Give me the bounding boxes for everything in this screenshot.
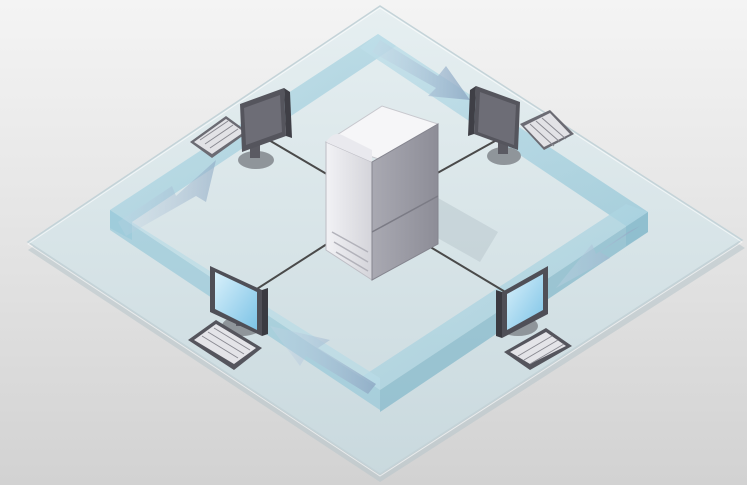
server-tower-icon (324, 105, 498, 281)
monitor-icon (496, 266, 548, 338)
cable-top-left (261, 135, 331, 177)
monitor-icon (210, 266, 268, 336)
workstation-bottom-right (496, 266, 572, 370)
cables (245, 135, 513, 297)
flow-arrow-right (556, 226, 640, 288)
workstation-bottom-left (188, 266, 268, 370)
flow-arrows (118, 40, 640, 394)
monitor-icon (468, 86, 520, 150)
workstation-top-right (468, 86, 574, 165)
flow-arrow-top (372, 40, 470, 100)
monitor-icon (240, 88, 292, 152)
flow-arrow-bottom (270, 326, 376, 394)
keyboard-icon (520, 110, 574, 150)
workstation-top-left (190, 88, 292, 169)
cable-bottom-left (245, 241, 331, 297)
keyboard-icon (188, 320, 262, 370)
flow-arrow-left (118, 160, 216, 236)
keyboard-icon (504, 328, 572, 370)
cable-top-right (431, 135, 505, 177)
keyboard-icon (190, 116, 248, 158)
